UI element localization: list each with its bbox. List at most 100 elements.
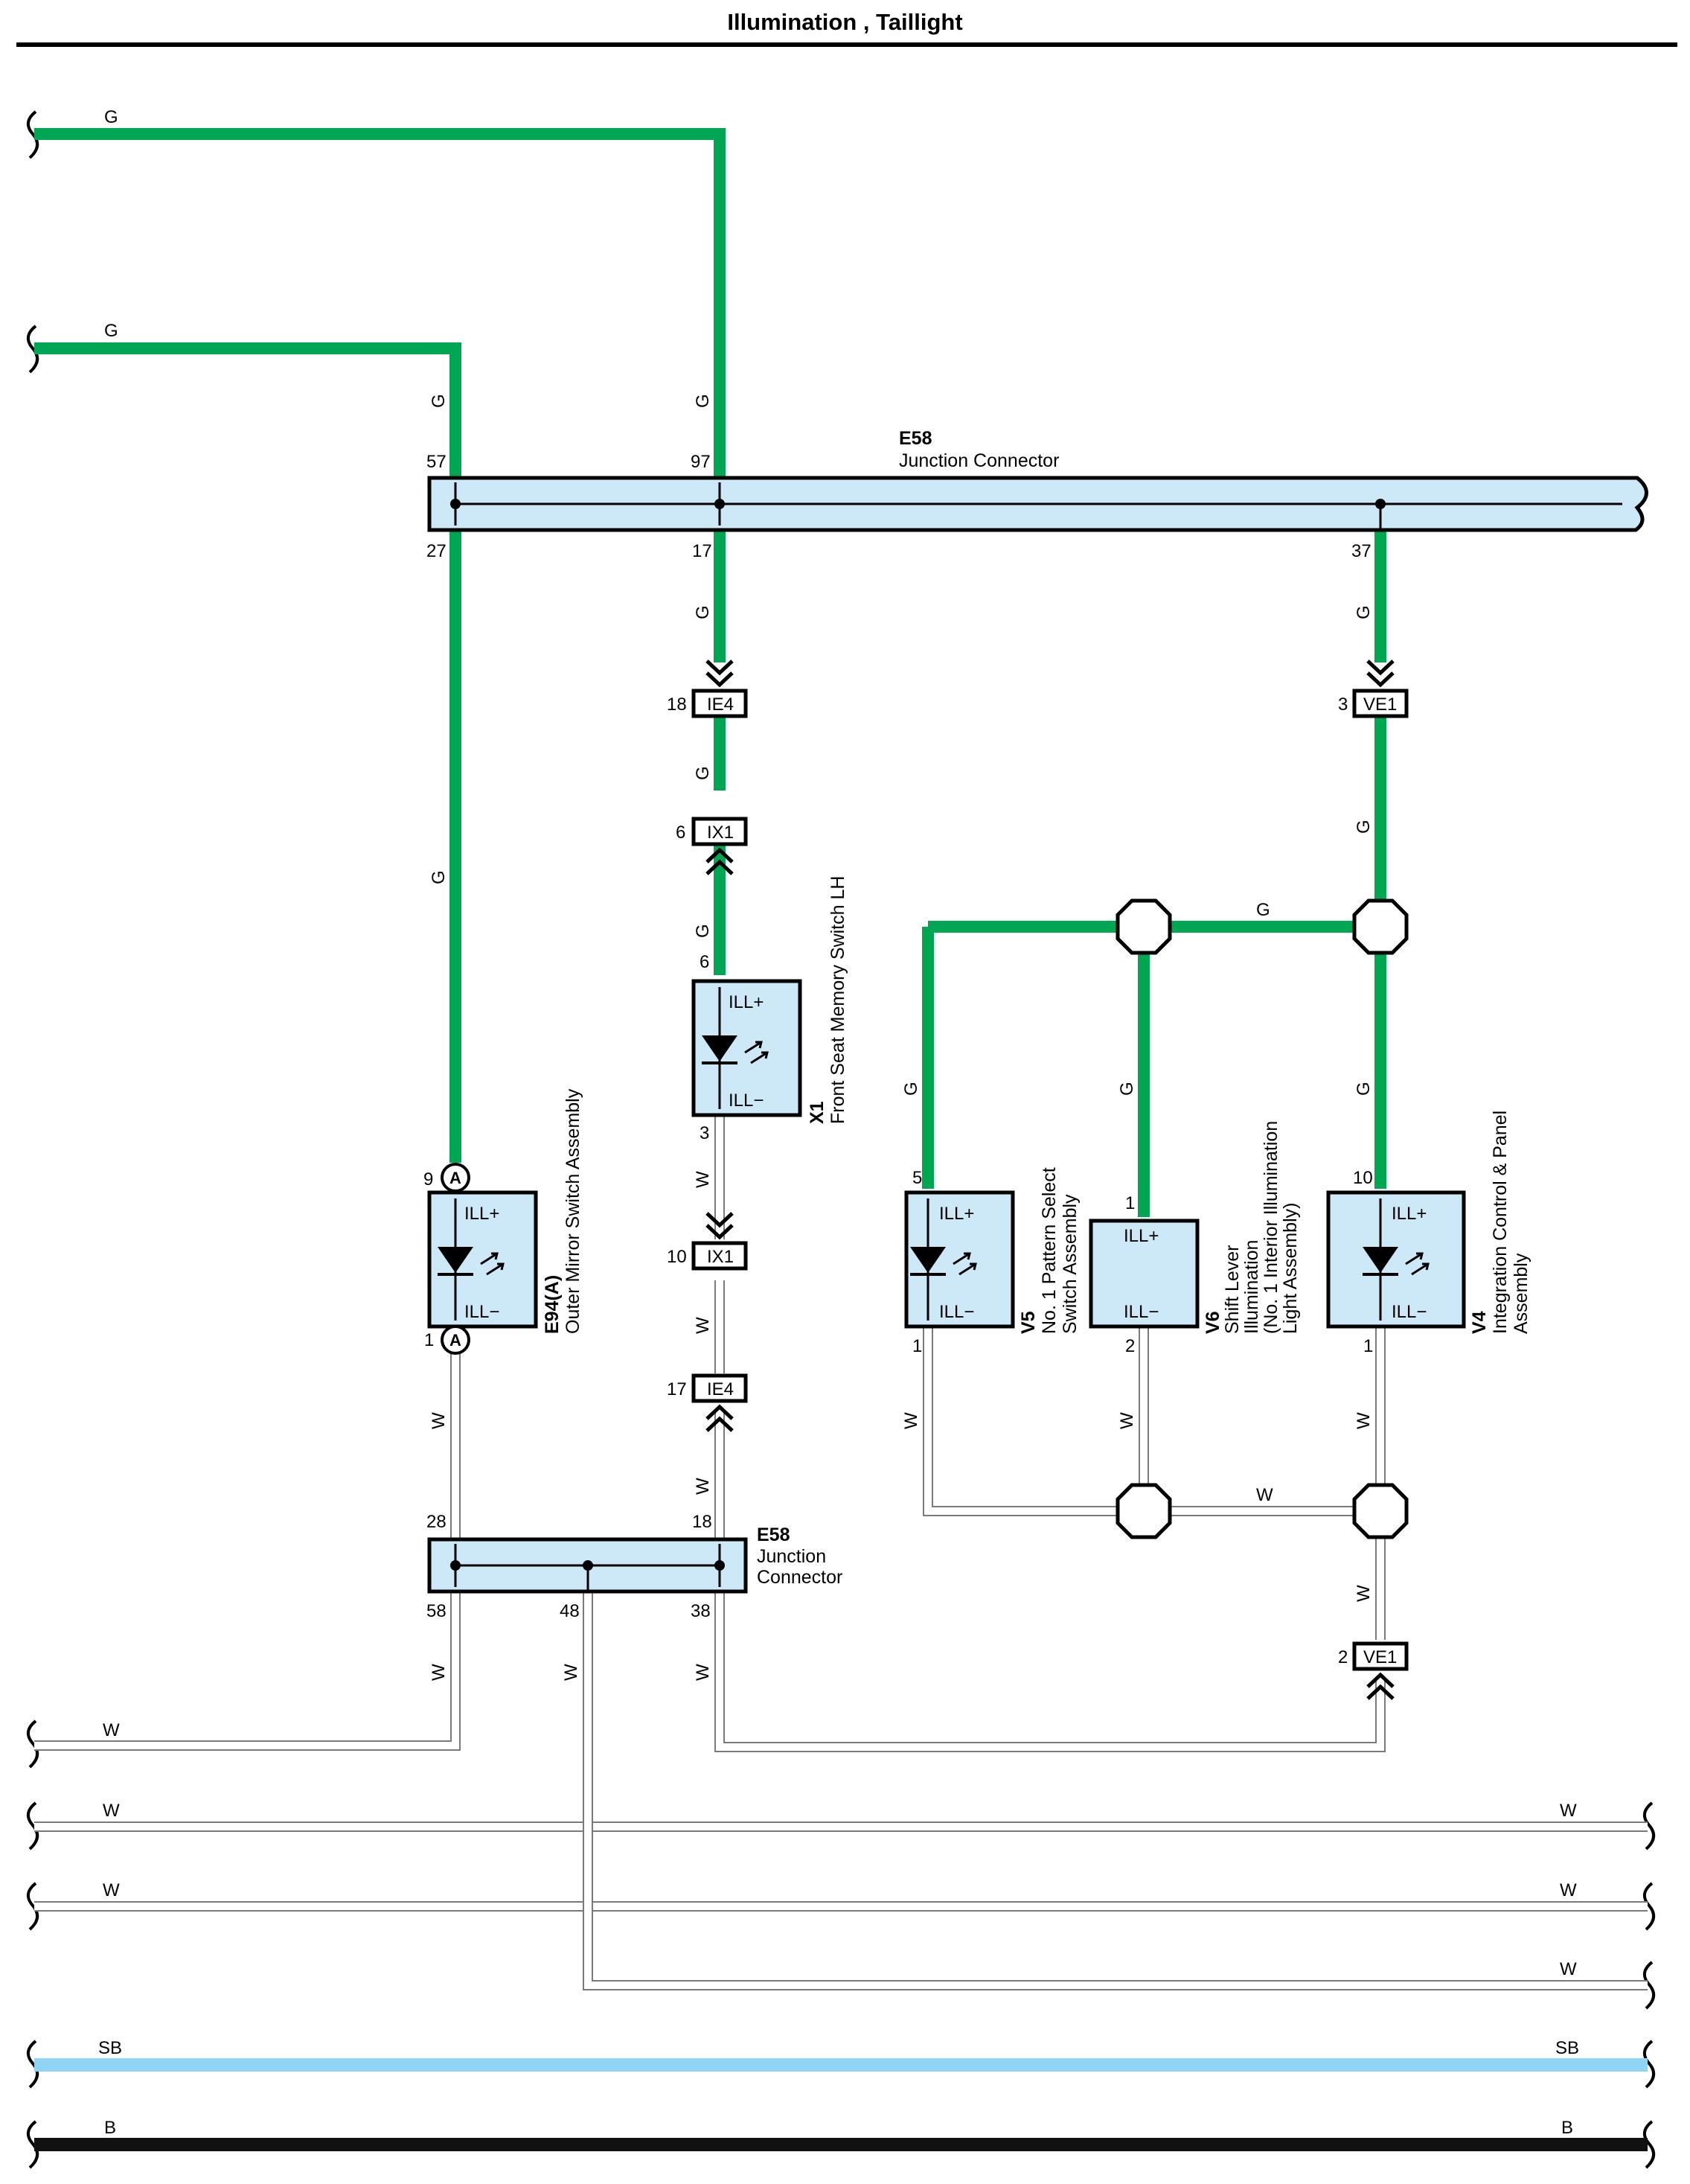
wire-label-g: G	[1256, 900, 1270, 920]
wire-label-sb: SB	[98, 2038, 122, 2058]
title-rule	[16, 42, 1677, 47]
wire-label-g: G	[693, 605, 713, 619]
component-e94-text: A A ILL+ ILL− 9 1 E94(A) Outer Mirror Sw…	[423, 1088, 583, 1350]
component-name-1: Shift Lever	[1222, 1245, 1243, 1334]
component-e94	[427, 1163, 538, 1355]
component-name-2: Switch Assembly	[1060, 1194, 1081, 1334]
pin-48: 48	[560, 1601, 580, 1621]
wire-label-sb: SB	[1555, 2038, 1579, 2058]
wire-label-g: G	[693, 394, 713, 408]
pin-58: 58	[426, 1601, 446, 1621]
wire-label-g: G	[693, 766, 713, 780]
component-code: V4	[1469, 1311, 1490, 1334]
component-name: Front Seat Memory Switch LH	[828, 876, 848, 1124]
marker-a: A	[449, 1169, 461, 1187]
junction-bottom-name-1: Junction	[757, 1546, 826, 1567]
wire-label-w: W	[693, 1317, 713, 1334]
marker-a: A	[449, 1331, 461, 1350]
wire-label-g: G	[1354, 605, 1374, 619]
junction-connector-bottom	[427, 1537, 748, 1594]
ill-minus: ILL−	[729, 1091, 764, 1111]
pin-38: 38	[691, 1601, 711, 1621]
wire-label-g: G	[1354, 820, 1374, 834]
connector-code: VE1	[1363, 1647, 1397, 1667]
wire-label-w: W	[1354, 1412, 1374, 1429]
component-code: X1	[807, 1101, 828, 1124]
component-v6	[1089, 1219, 1200, 1329]
inline-connector-labels: IE4 18 IX1 6 IX1 10 IE4 17 VE1 3 VE1 2	[667, 695, 1397, 1667]
component-name-4: Light Assembly)	[1280, 1203, 1301, 1334]
pin-1: 1	[1363, 1336, 1373, 1356]
splice-green-right	[1352, 898, 1409, 955]
pin-57: 57	[426, 452, 446, 472]
pin-27: 27	[426, 541, 446, 561]
wire-label-g: G	[104, 321, 118, 341]
pin-37: 37	[1351, 541, 1371, 561]
ill-plus: ILL+	[1124, 1226, 1159, 1246]
ill-plus: ILL+	[939, 1204, 974, 1224]
wire-label-w: W	[561, 1664, 581, 1681]
wire-label-w: W	[1560, 1880, 1577, 1900]
ill-minus: ILL−	[939, 1302, 974, 1322]
pin-10: 10	[1353, 1168, 1373, 1188]
connector-pin: 17	[667, 1379, 687, 1399]
wire-label-w: W	[1560, 1959, 1577, 1979]
wire-label-w: W	[1117, 1412, 1137, 1429]
inline-connectors	[691, 660, 1409, 1700]
wire-label-g: G	[429, 394, 449, 408]
component-name-2: Assembly	[1511, 1253, 1531, 1334]
wire-label-b: B	[104, 2118, 116, 2138]
component-name-1: Integration Control & Panel	[1490, 1111, 1511, 1334]
splice-white-right	[1352, 1483, 1409, 1539]
pin-1: 1	[424, 1330, 434, 1350]
wire-label-g: G	[693, 924, 713, 938]
pin-6: 6	[700, 952, 709, 972]
pin-18: 18	[692, 1512, 712, 1532]
component-x1	[691, 979, 802, 1117]
component-name-2: Illumination	[1241, 1240, 1262, 1334]
wire-label-w: W	[693, 1478, 713, 1495]
component-v5-text: ILL+ ILL− 5 1 V5 No. 1 Pattern Select Sw…	[912, 1167, 1081, 1356]
pin-17: 17	[692, 541, 712, 561]
connector-code: IX1	[707, 1247, 734, 1267]
wire-label-w: W	[1256, 1485, 1273, 1505]
wire-label-g: G	[1117, 1082, 1137, 1096]
junction-top-code: E58	[899, 428, 932, 449]
ill-plus: ILL+	[464, 1204, 499, 1224]
component-v6-text: ILL+ ILL− 1 2 V6 Shift Lever Illuminatio…	[1124, 1121, 1301, 1356]
wire-label-g: G	[429, 870, 449, 884]
ill-plus: ILL+	[1392, 1204, 1427, 1224]
connector-code: IE4	[707, 695, 734, 715]
wire-label-w: W	[1560, 1801, 1577, 1821]
component-code: E94(A)	[542, 1275, 563, 1334]
splice-points	[1116, 898, 1409, 1539]
pin-3: 3	[700, 1123, 709, 1143]
component-v4-text: ILL+ ILL− 10 1 V4 Integration Control & …	[1353, 1111, 1531, 1356]
ill-plus: ILL+	[729, 992, 764, 1012]
connector-code: VE1	[1363, 695, 1397, 715]
pin-2: 2	[1125, 1336, 1135, 1356]
connector-code: IE4	[707, 1379, 734, 1399]
connector-pin: 2	[1338, 1647, 1348, 1667]
component-code: V6	[1203, 1311, 1223, 1334]
pin-97: 97	[691, 452, 711, 472]
page-title: Illumination , Taillight	[727, 9, 963, 35]
component-v5	[904, 1190, 1015, 1329]
wire-label-w: W	[1354, 1585, 1374, 1602]
pin-1: 1	[1125, 1193, 1135, 1213]
wire-label-g: G	[1354, 1082, 1374, 1096]
junction-connector-top	[427, 476, 1648, 532]
ill-minus: ILL−	[1392, 1302, 1427, 1322]
pin-5: 5	[912, 1168, 922, 1188]
splice-green-left	[1116, 898, 1172, 955]
ill-minus: ILL−	[464, 1302, 499, 1322]
wire-label-w: W	[103, 1801, 120, 1821]
connector-pin: 6	[676, 823, 685, 843]
wire-label-g: G	[104, 107, 118, 127]
junction-bottom-code: E58	[757, 1524, 790, 1545]
wire-label-w: W	[429, 1412, 449, 1429]
component-name: Outer Mirror Switch Assembly	[563, 1088, 583, 1334]
wire-label-w: W	[901, 1412, 921, 1429]
ill-minus: ILL−	[1124, 1302, 1159, 1322]
